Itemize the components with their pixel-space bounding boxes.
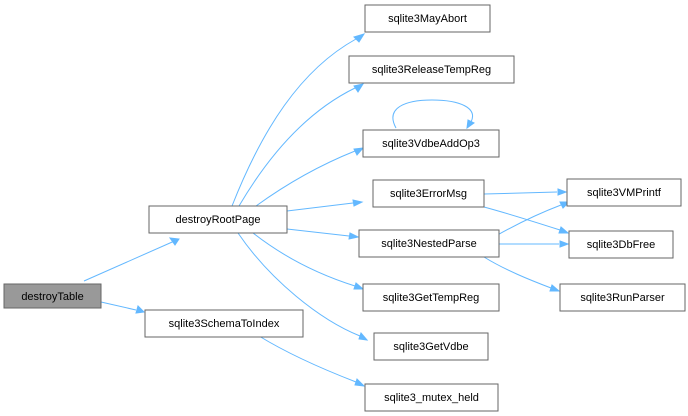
node-label: sqlite3GetTempReg <box>383 292 480 304</box>
node-sqlite3DbFree[interactable]: sqlite3DbFree <box>568 230 674 259</box>
edge-destroyRootPage-sqlite3GetVdbe <box>237 232 369 341</box>
edge-sqlite3ErrorMsg-sqlite3DbFree <box>483 206 570 234</box>
node-sqlite3VdbeAddOp3[interactable]: sqlite3VdbeAddOp3 <box>362 129 500 158</box>
node-label: destroyTable <box>21 291 83 303</box>
node-sqlite3ReleaseTempReg[interactable]: sqlite3ReleaseTempReg <box>348 55 515 84</box>
edge-sqlite3NestedParse-sqlite3DbFree <box>499 240 570 248</box>
node-label: sqlite3_mutex_held <box>384 392 479 404</box>
edge-destroyRootPage-sqlite3ReleaseTempReg <box>238 83 365 207</box>
edge-destroyRootPage-sqlite3VdbeAddOp3 <box>255 147 365 207</box>
edge-sqlite3NestedParse-sqlite3VMPrintf <box>493 201 571 238</box>
edge-destroyRootPage-sqlite3GetTempReg <box>252 232 365 290</box>
node-sqlite3RunParser[interactable]: sqlite3RunParser <box>559 283 686 312</box>
node-sqlite3VMPrintf[interactable]: sqlite3VMPrintf <box>566 178 682 207</box>
edge-destroyRootPage-sqlite3NestedParse <box>286 228 360 240</box>
node-sqlite3GetTempReg[interactable]: sqlite3GetTempReg <box>362 283 500 312</box>
node-sqlite3ErrorMsg[interactable]: sqlite3ErrorMsg <box>372 179 485 208</box>
node-label: sqlite3RunParser <box>580 292 665 304</box>
node-destroyRootPage[interactable]: destroyRootPage <box>148 205 288 234</box>
node-sqlite3GetVdbe[interactable]: sqlite3GetVdbe <box>373 332 489 361</box>
node-sqlite3NestedParse[interactable]: sqlite3NestedParse <box>358 229 500 258</box>
node-sqlite3MayAbort[interactable]: sqlite3MayAbort <box>364 4 491 33</box>
edge-sqlite3VdbeAddOp3-self <box>392 99 475 130</box>
node-label: sqlite3SchemaToIndex <box>169 318 280 330</box>
edge-destroyRootPage-sqlite3MayAbort <box>231 33 366 207</box>
edge-destroyRootPage-sqlite3ErrorMsg <box>286 199 364 212</box>
node-label: destroyRootPage <box>176 214 261 226</box>
edge-destroyTable-destroyRootPage <box>83 237 180 282</box>
edge-destroyTable-sqlite3SchemaToIndex <box>100 301 146 314</box>
edge-sqlite3NestedParse-sqlite3RunParser <box>483 256 561 292</box>
node-sqlite3_mutex_held[interactable]: sqlite3_mutex_held <box>364 383 499 412</box>
node-label: sqlite3ErrorMsg <box>390 188 467 200</box>
node-sqlite3SchemaToIndex[interactable]: sqlite3SchemaToIndex <box>144 309 304 338</box>
node-label: sqlite3VMPrintf <box>587 187 662 199</box>
node-label: sqlite3VdbeAddOp3 <box>382 138 480 150</box>
node-label: sqlite3NestedParse <box>381 238 476 250</box>
edge-sqlite3SchemaToIndex-sqlite3_mutex_held <box>258 335 366 387</box>
node-label: sqlite3GetVdbe <box>393 341 468 353</box>
edge-sqlite3ErrorMsg-sqlite3VMPrintf <box>483 188 568 196</box>
node-label: sqlite3MayAbort <box>388 13 467 25</box>
node-label: sqlite3ReleaseTempReg <box>372 64 491 76</box>
node-destroyTable[interactable]: destroyTable <box>3 283 102 309</box>
node-label: sqlite3DbFree <box>587 239 655 251</box>
